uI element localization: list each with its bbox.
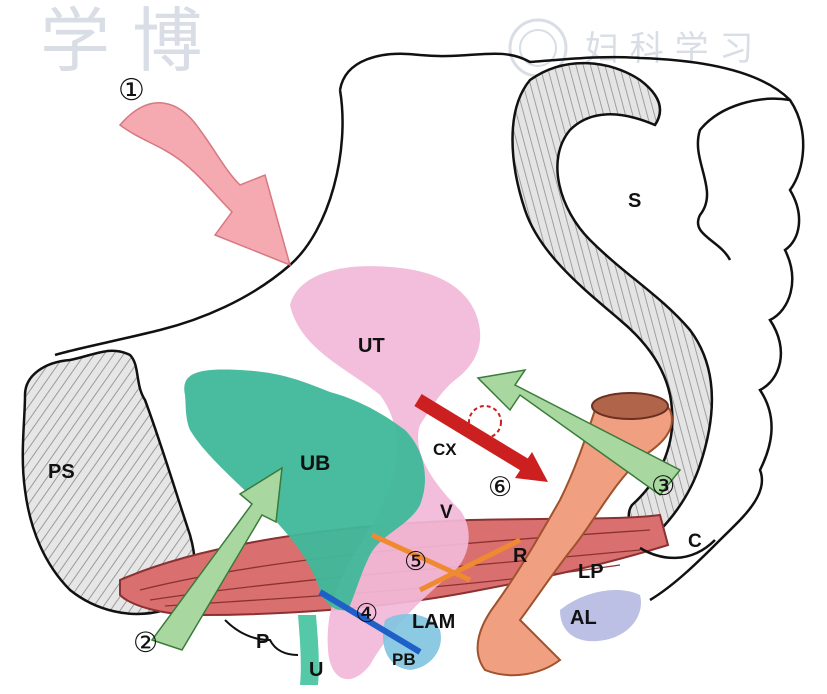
label-r: R (513, 545, 528, 567)
label-cx: CX (433, 440, 457, 459)
marker-5: ⑤ (404, 547, 427, 577)
label-al: AL (570, 607, 597, 629)
pink-arrow-1 (118, 102, 292, 267)
label-c: C (688, 531, 702, 552)
urethra (298, 615, 319, 685)
marker-3: ③ (651, 471, 675, 502)
label-p: P (256, 631, 269, 653)
label-pb: PB (392, 650, 416, 669)
bladder (184, 369, 425, 611)
orange-line-5b (418, 537, 522, 593)
label-lam: LAM (412, 611, 455, 633)
perineum-outline (224, 619, 299, 656)
watermark-right: 妇 科 学 习 (585, 29, 753, 69)
uterus (290, 266, 481, 680)
cx-dashed-ring (468, 405, 502, 439)
marker-4: ④ (355, 599, 378, 629)
marker-2: ② (133, 626, 158, 659)
pubic-symphysis (21, 349, 196, 616)
label-ut: UT (358, 335, 385, 357)
label-ps: PS (48, 461, 75, 483)
rectum-opening (591, 392, 669, 420)
green-arrow-2 (150, 466, 283, 651)
label-v: V (440, 502, 453, 523)
perineal-body (382, 614, 441, 670)
anal-region (560, 590, 641, 642)
label-lp: LP (578, 561, 604, 583)
label-s: S (628, 190, 641, 212)
blue-line-4 (318, 589, 422, 655)
red-arrow-6 (414, 394, 548, 482)
green-arrow-3 (476, 368, 682, 497)
watermark-left: 学 博 (40, 0, 202, 82)
label-ub: UB (300, 452, 330, 475)
label-u: U (309, 659, 323, 681)
marker-1: ① (118, 73, 145, 108)
sacrum-band (511, 61, 714, 550)
marker-6: ⑥ (488, 472, 512, 503)
posterior-outline (696, 97, 791, 261)
coccyx-outline (639, 539, 716, 560)
pelvic-cavity-outline (54, 52, 805, 602)
